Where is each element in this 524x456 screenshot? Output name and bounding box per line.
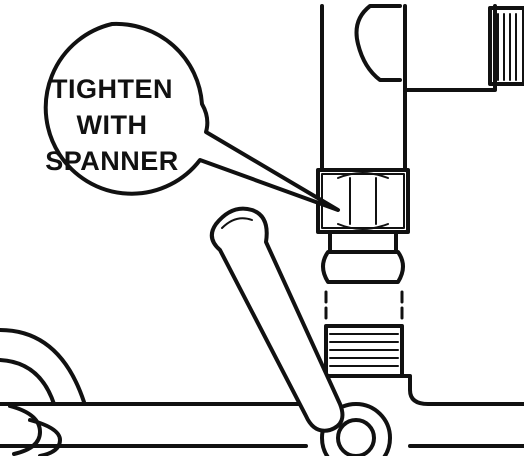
- lever-handle: [209, 206, 345, 433]
- callout-line-2: WITH: [77, 110, 148, 140]
- threaded-inlet: [324, 324, 404, 378]
- side-fitting: [8, 404, 62, 456]
- alignment-guides: [324, 290, 404, 320]
- callout-bubble: TIGHTEN WITH SPANNER: [43, 21, 340, 212]
- tap-body: [0, 328, 524, 456]
- hex-nut: [316, 168, 410, 234]
- callout-line-1: TIGHTEN: [51, 74, 173, 104]
- outlet-spout: [320, 4, 524, 170]
- callout-line-3: SPANNER: [45, 146, 179, 176]
- connector-collar: [321, 230, 405, 284]
